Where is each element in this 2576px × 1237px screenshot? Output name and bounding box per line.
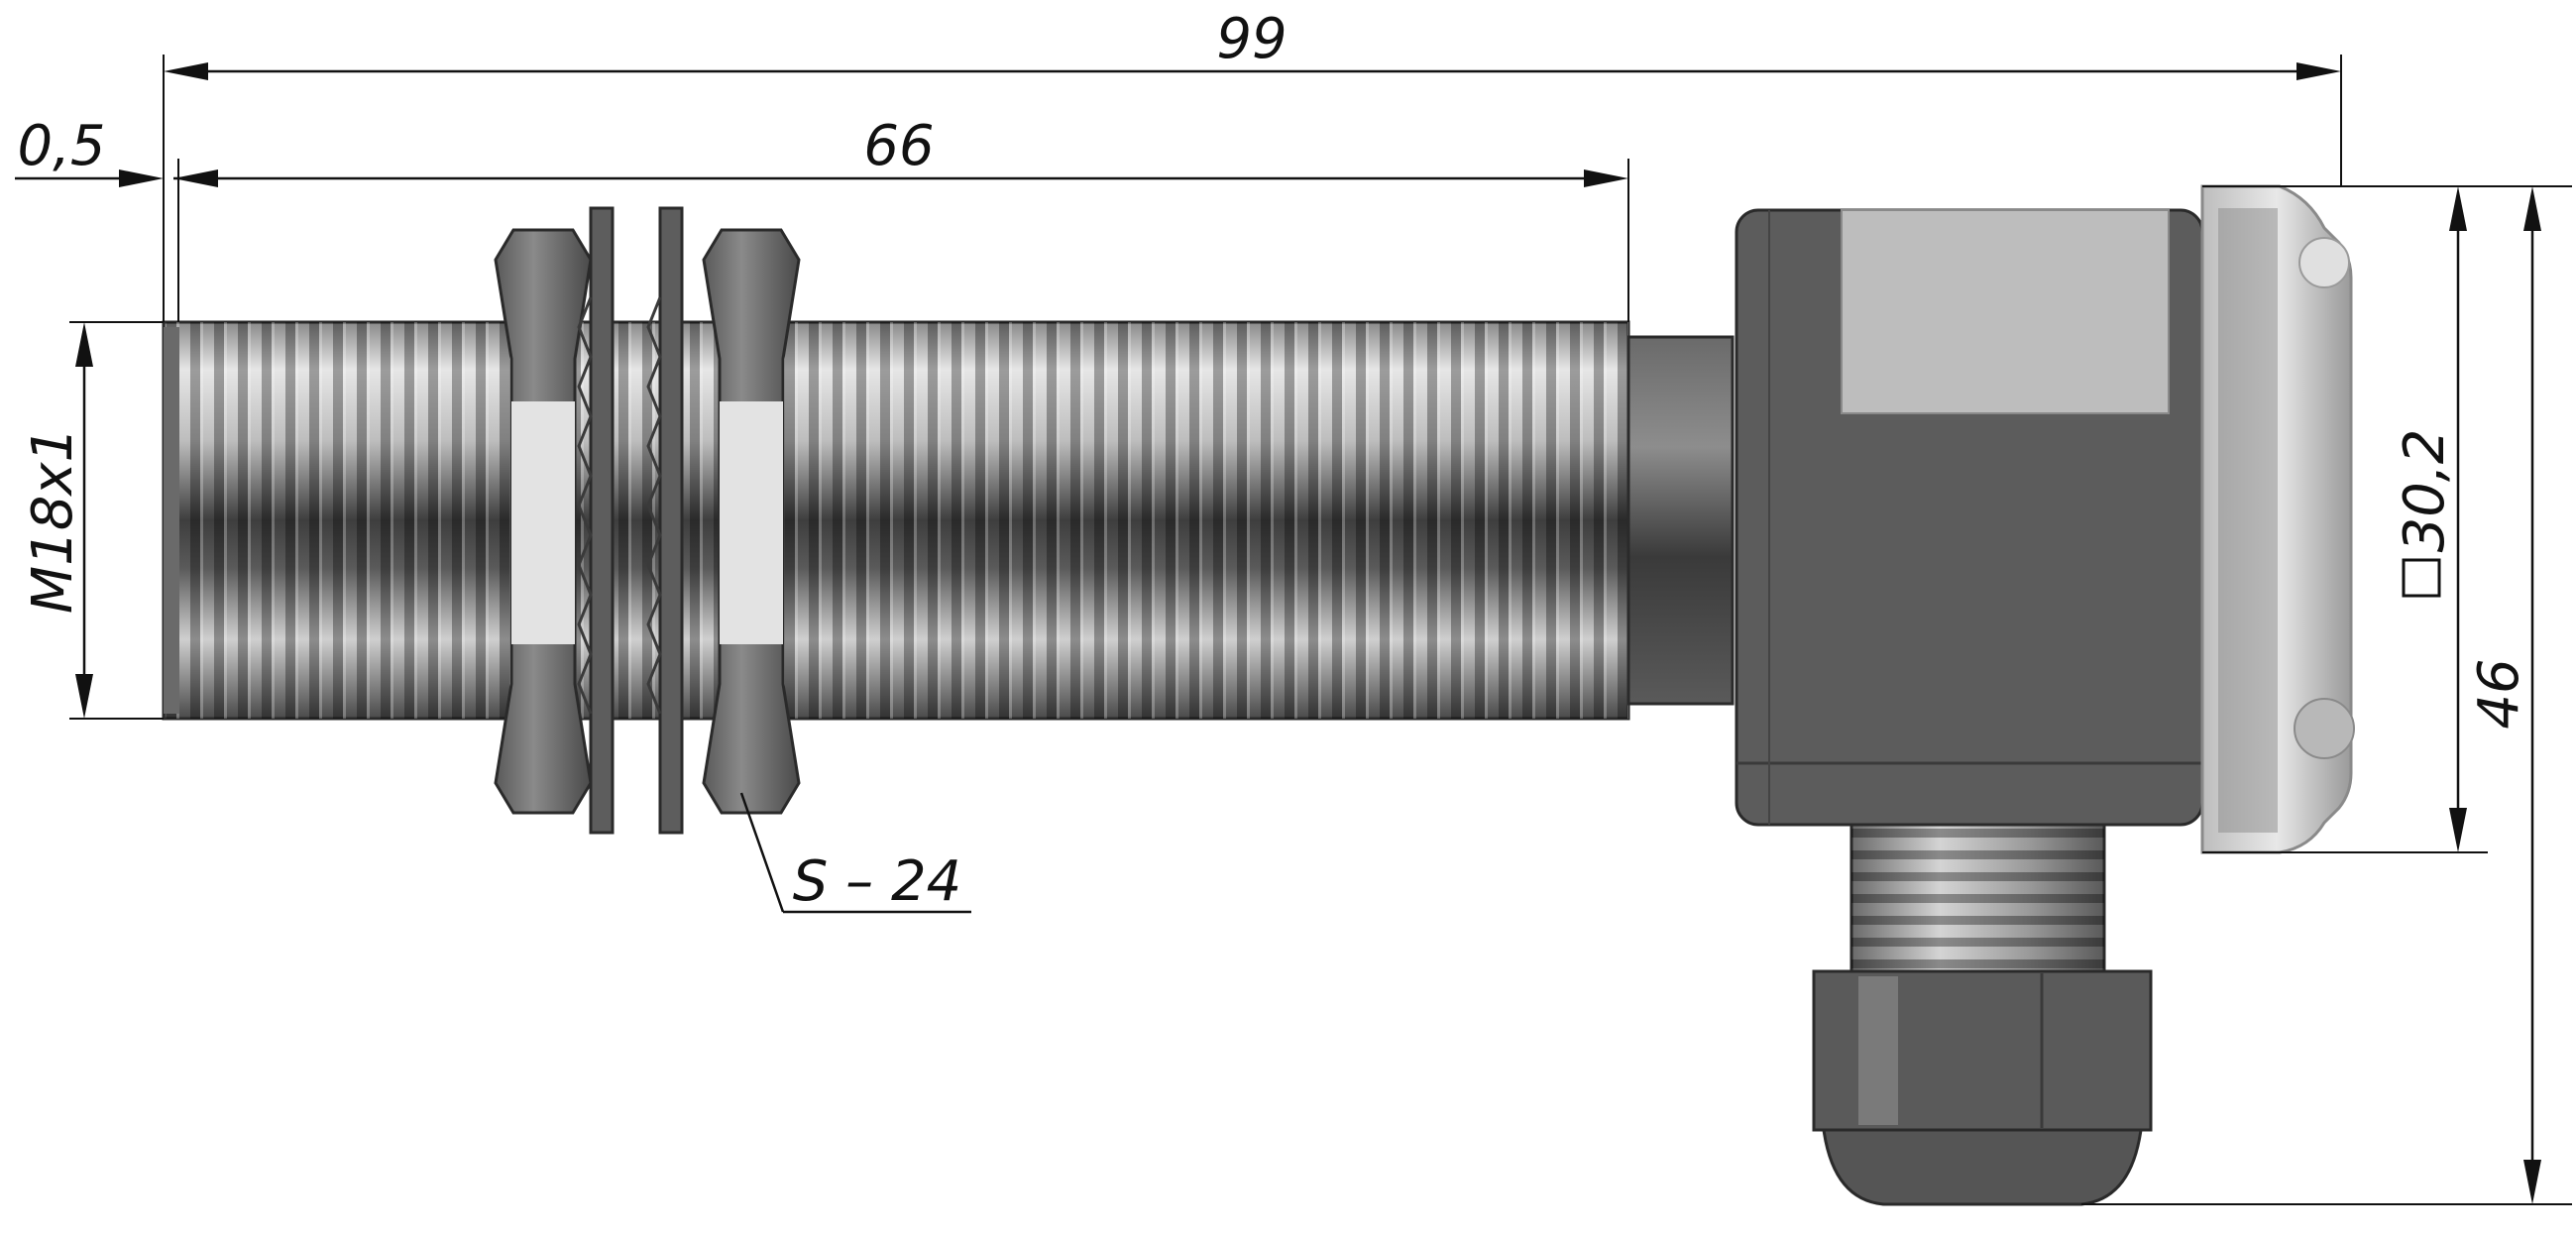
thread-length-label: 66 <box>863 114 934 178</box>
transparent-cap <box>2200 184 2355 854</box>
dimension-thread-length: 66 <box>173 114 1629 322</box>
cable-gland-nut <box>1812 969 2153 1206</box>
connector-housing <box>1735 208 2204 827</box>
nut-wrench-callout: S – 24 <box>739 792 971 914</box>
sensor-neck <box>1626 335 1735 706</box>
dimension-thread-size: M18x1 <box>21 321 164 720</box>
thread-size-label: M18x1 <box>21 427 85 614</box>
face-offset-label: 0,5 <box>17 114 105 178</box>
housing-square-label: 30,2 <box>2393 429 2457 553</box>
overall-length-label: 99 <box>1216 7 1287 71</box>
nut-wrench-label: S – 24 <box>793 849 961 914</box>
dimension-overall-length: 99 <box>163 7 2342 322</box>
square-symbol-icon <box>2402 558 2441 598</box>
threaded-barrel <box>162 320 1630 721</box>
dimension-housing-height: 46 <box>2081 185 2572 1205</box>
lock-nut-right <box>702 228 801 815</box>
cable-gland-thread <box>1849 823 2106 975</box>
dimension-housing-square: 30,2 <box>2202 185 2488 853</box>
toothed-washer-2 <box>646 206 684 835</box>
dimension-face-offset: 0,5 <box>15 114 179 322</box>
toothed-washer-1 <box>577 206 615 835</box>
housing-height-label: 46 <box>2467 658 2531 729</box>
